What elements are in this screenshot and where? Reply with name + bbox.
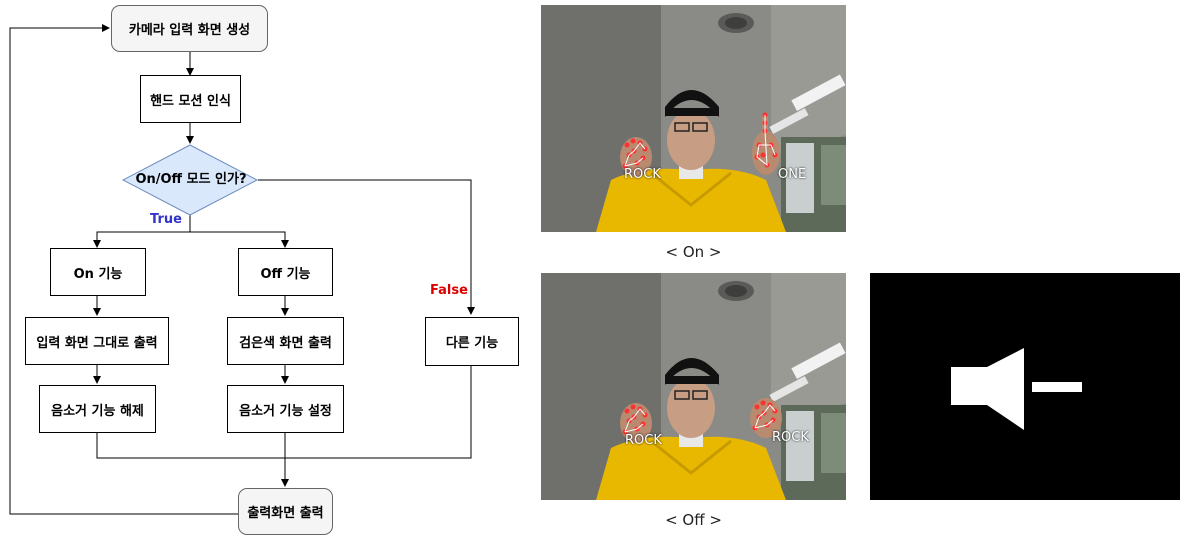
hand-label-right-on: ONE	[778, 167, 807, 182]
output-input-label: 입력 화면 그대로 출력	[36, 335, 158, 351]
hand-label-left-on: ROCK	[624, 167, 661, 182]
start-node: 카메라 입력 화면 생성	[111, 5, 268, 52]
start-label: 카메라 입력 화면 생성	[128, 23, 251, 38]
end-node: 출력화면 출력	[238, 488, 333, 535]
arrow-to-off	[190, 231, 289, 248]
on-function-node: On 기능	[50, 248, 146, 296]
false-label: False	[430, 283, 468, 298]
true-label: True	[150, 212, 182, 227]
decision-label: On/Off 모드 인가?	[135, 172, 247, 187]
webcam-scene-off	[541, 273, 846, 500]
decision-diamond	[121, 144, 259, 216]
end-label: 출력화면 출력	[247, 506, 324, 521]
webcam-photo-on: ROCK ONE	[541, 5, 846, 232]
mute-on-node: 음소거 기능 설정	[227, 385, 344, 433]
webcam-photo-off: ROCK ROCK	[541, 273, 846, 500]
hand-label-left-off: ROCK	[625, 433, 662, 448]
mute-off-node: 음소거 기능 해제	[39, 385, 156, 433]
off-function-label: Off 기능	[260, 266, 311, 282]
on-function-label: On 기능	[73, 266, 123, 282]
mute-off-label: 음소거 기능 해제	[51, 403, 144, 419]
flowchart-connectors	[9, 24, 475, 515]
caption-on: < On >	[665, 243, 722, 261]
arrow-loop-back	[9, 24, 238, 515]
other-function-label: 다른 기능	[445, 336, 499, 351]
flowchart: 카메라 입력 화면 생성 핸드 모션 인식 On/Off 모드 인가? True…	[0, 0, 530, 541]
mute-on-label: 음소거 기능 설정	[239, 403, 332, 419]
caption-off: < Off >	[665, 511, 722, 529]
output-black-label: 검은색 화면 출력	[239, 335, 332, 351]
output-black-node: 검은색 화면 출력	[227, 317, 344, 365]
hand-label-right-off: ROCK	[772, 430, 809, 445]
hand-motion-node: 핸드 모션 인식	[140, 75, 241, 123]
arrow-to-on	[93, 214, 191, 248]
off-function-node: Off 기능	[238, 248, 333, 296]
webcam-scene-on	[541, 5, 846, 232]
arrow-to-other	[258, 179, 475, 315]
speaker-muted-icon	[951, 348, 1082, 430]
mute-screen	[870, 273, 1180, 500]
merge-line	[96, 366, 472, 459]
output-input-node: 입력 화면 그대로 출력	[25, 317, 169, 365]
hand-motion-label: 핸드 모션 인식	[150, 93, 231, 109]
other-function-node: 다른 기능	[425, 317, 519, 366]
